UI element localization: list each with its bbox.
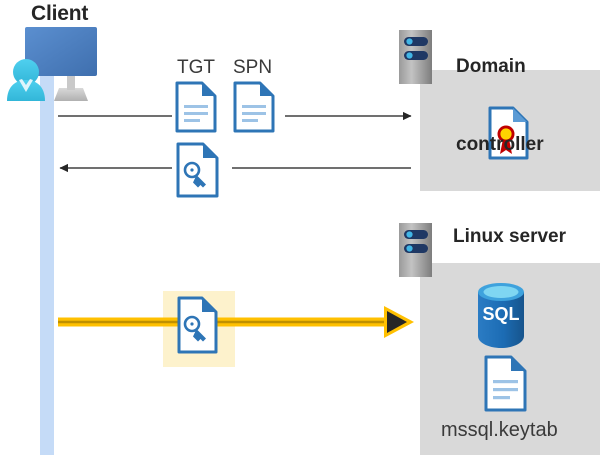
- domain-controller-label: Domain controller: [456, 2, 544, 210]
- arrow-service-ticket: [58, 306, 414, 338]
- key-document-icon-ticket: [176, 142, 219, 198]
- client-lifeline: [40, 72, 54, 455]
- tgt-label: TGT: [177, 57, 215, 78]
- keytab-filename-label: mssql.keytab: [441, 419, 558, 441]
- sql-database-icon: SQL: [478, 283, 524, 348]
- spn-label: SPN: [233, 57, 273, 78]
- document-icon-spn: [233, 81, 275, 133]
- linux-server-server-icon: [399, 223, 432, 277]
- client-workstation-icon: [7, 27, 97, 101]
- sql-icon-text: SQL: [482, 304, 519, 324]
- document-icon-tgt: [175, 81, 217, 133]
- key-document-icon-service-ticket: [177, 296, 218, 354]
- domain-controller-server-icon: [399, 30, 432, 84]
- client-label: Client: [31, 2, 89, 25]
- domain-controller-label-line1: Domain: [456, 56, 526, 77]
- linux-server-label: Linux server: [453, 226, 566, 247]
- document-icon-keytab: [484, 355, 527, 412]
- certificate-document-icon: [488, 106, 529, 160]
- domain-controller-label-line2: controller: [456, 134, 544, 155]
